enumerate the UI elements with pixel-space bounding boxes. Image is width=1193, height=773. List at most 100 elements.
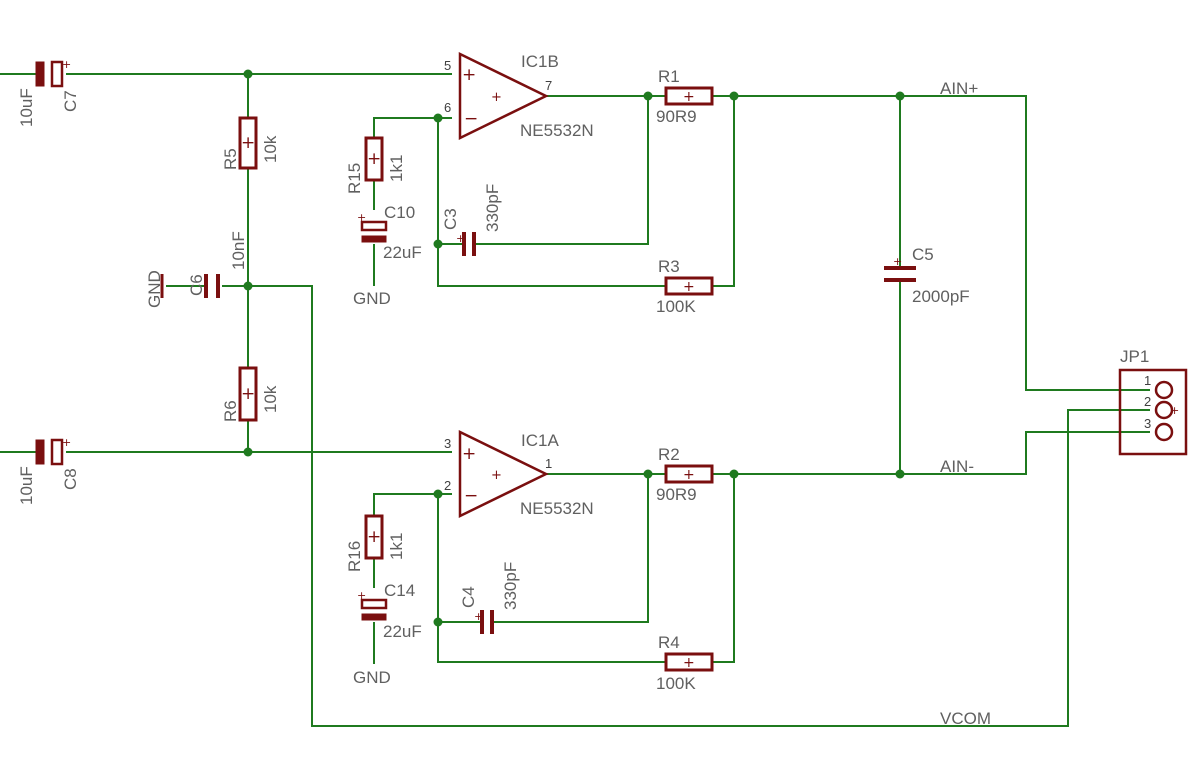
c10-value: 22uF xyxy=(383,243,422,262)
c6-value: 10nF xyxy=(229,231,248,270)
polarity-plus-icon: + xyxy=(62,436,71,449)
polarity-plus-icon: + xyxy=(357,589,366,602)
c10-ref: C10 xyxy=(384,203,415,222)
ic1a-pin-plus: 3 xyxy=(444,436,451,451)
gnd-label: GND xyxy=(353,668,391,687)
jp1-pin-1: 1 xyxy=(1144,373,1151,388)
junction xyxy=(643,469,653,479)
c5-ref: C5 xyxy=(912,245,934,264)
polarity-plus-icon: + xyxy=(456,232,465,245)
r6-value: 10k xyxy=(261,385,280,413)
resistor-plus-icon: + xyxy=(683,467,695,483)
resistor-plus-icon: + xyxy=(683,655,695,671)
capacitor-c7[interactable]: + 10uF C7 xyxy=(17,58,80,127)
r3-ref: R3 xyxy=(658,257,680,276)
resistor-r1[interactable]: + R1 90R9 xyxy=(656,67,714,126)
junctions xyxy=(243,69,905,627)
r15-value: 1k1 xyxy=(387,155,406,182)
c4-ref: C4 xyxy=(459,586,478,608)
r4-ref: R4 xyxy=(658,633,680,652)
c4-value: 330pF xyxy=(501,562,520,610)
polarity-plus-icon: + xyxy=(1170,404,1179,417)
junction xyxy=(433,617,443,627)
resistor-plus-icon: + xyxy=(367,149,381,169)
ic1b-pin-minus: 6 xyxy=(444,100,451,115)
r16-value: 1k1 xyxy=(387,533,406,560)
polarity-plus-icon: + xyxy=(474,610,483,623)
r4-value: 100K xyxy=(656,674,696,693)
c14-ref: C14 xyxy=(384,581,415,600)
junction xyxy=(895,469,905,479)
r15-ref: R15 xyxy=(345,163,364,194)
opamp-ic1b[interactable]: + − + 5 6 7 IC1B NE5532N xyxy=(444,51,594,141)
r5-value: 10k xyxy=(261,135,280,163)
net-label-ain-plus: AIN+ xyxy=(940,79,978,98)
polarity-plus-icon: + xyxy=(357,211,366,224)
polarity-plus-icon: + xyxy=(62,58,71,71)
opamp-center-icon: + xyxy=(491,468,502,483)
resistor-r6[interactable]: + R6 10k xyxy=(221,366,280,422)
r3-value: 100K xyxy=(656,297,696,316)
resistor-r16[interactable]: + R16 1k1 xyxy=(345,514,406,572)
resistor-r5[interactable]: + R5 10k xyxy=(221,116,280,170)
gnd-label: GND xyxy=(145,270,164,308)
c7-value: 10uF xyxy=(17,88,36,127)
capacitor-c10[interactable]: + C10 22uF GND xyxy=(353,203,422,308)
ic1b-ref: IC1B xyxy=(521,52,559,71)
junction xyxy=(643,91,653,101)
capacitor-c4[interactable]: + C4 330pF xyxy=(459,562,520,634)
ic1b-value: NE5532N xyxy=(520,121,594,140)
r2-ref: R2 xyxy=(658,445,680,464)
resistor-plus-icon: + xyxy=(683,89,695,105)
c8-value: 10uF xyxy=(17,466,36,505)
net-label-vcom: VCOM xyxy=(940,709,991,728)
r6-ref: R6 xyxy=(221,400,240,422)
opamp-ic1a[interactable]: + − + 3 2 1 IC1A NE5532N xyxy=(444,429,594,519)
junction xyxy=(243,281,253,291)
capacitor-c8[interactable]: + 10uF C8 xyxy=(17,436,80,505)
net-label-ain-minus: AIN- xyxy=(940,457,974,476)
ic1b-pin-out: 7 xyxy=(545,78,552,93)
capacitor-c14[interactable]: + C14 22uF GND xyxy=(353,581,422,687)
resistor-plus-icon: + xyxy=(367,527,381,547)
plus-input-icon: + xyxy=(462,65,476,85)
c14-value: 22uF xyxy=(383,622,422,641)
r1-ref: R1 xyxy=(658,67,680,86)
jp1-pin-3: 3 xyxy=(1144,416,1151,431)
connector-jp1[interactable]: + 1 2 3 JP1 xyxy=(1118,347,1188,456)
c8-ref: C8 xyxy=(61,468,80,490)
r16-ref: R16 xyxy=(345,541,364,572)
plus-input-icon: + xyxy=(462,444,476,464)
r2-value: 90R9 xyxy=(656,485,697,504)
resistor-r4[interactable]: + R4 100K xyxy=(656,633,714,693)
wires xyxy=(0,73,1150,727)
opamp-center-icon: + xyxy=(491,90,502,105)
junction xyxy=(433,113,443,123)
ic1a-ref: IC1A xyxy=(521,431,559,450)
junction xyxy=(243,447,253,457)
c3-value: 330pF xyxy=(483,184,502,232)
junction xyxy=(433,239,443,249)
minus-input-icon: − xyxy=(464,486,478,506)
ic1a-pin-out: 1 xyxy=(545,456,552,471)
r1-value: 90R9 xyxy=(656,107,697,126)
capacitor-c6[interactable]: GND C6 10nF xyxy=(145,231,248,308)
junction xyxy=(243,69,253,79)
resistor-r15[interactable]: + R15 1k1 xyxy=(345,136,406,194)
polarity-plus-icon: + xyxy=(893,255,902,268)
gnd-label: GND xyxy=(353,289,391,308)
capacitor-c5[interactable]: + C5 2000pF xyxy=(884,245,970,306)
c5-value: 2000pF xyxy=(912,287,970,306)
jp1-pin-2: 2 xyxy=(1144,394,1151,409)
resistor-r3[interactable]: + R3 100K xyxy=(656,257,714,316)
jp1-ref: JP1 xyxy=(1120,347,1149,366)
capacitor-c3[interactable]: + C3 330pF xyxy=(441,184,502,256)
junction xyxy=(895,91,905,101)
junction xyxy=(729,469,739,479)
junction xyxy=(433,489,443,499)
c7-ref: C7 xyxy=(61,90,80,112)
resistor-plus-icon: + xyxy=(241,133,255,153)
resistor-r2[interactable]: + R2 90R9 xyxy=(656,445,714,504)
ic1a-value: NE5532N xyxy=(520,499,594,518)
